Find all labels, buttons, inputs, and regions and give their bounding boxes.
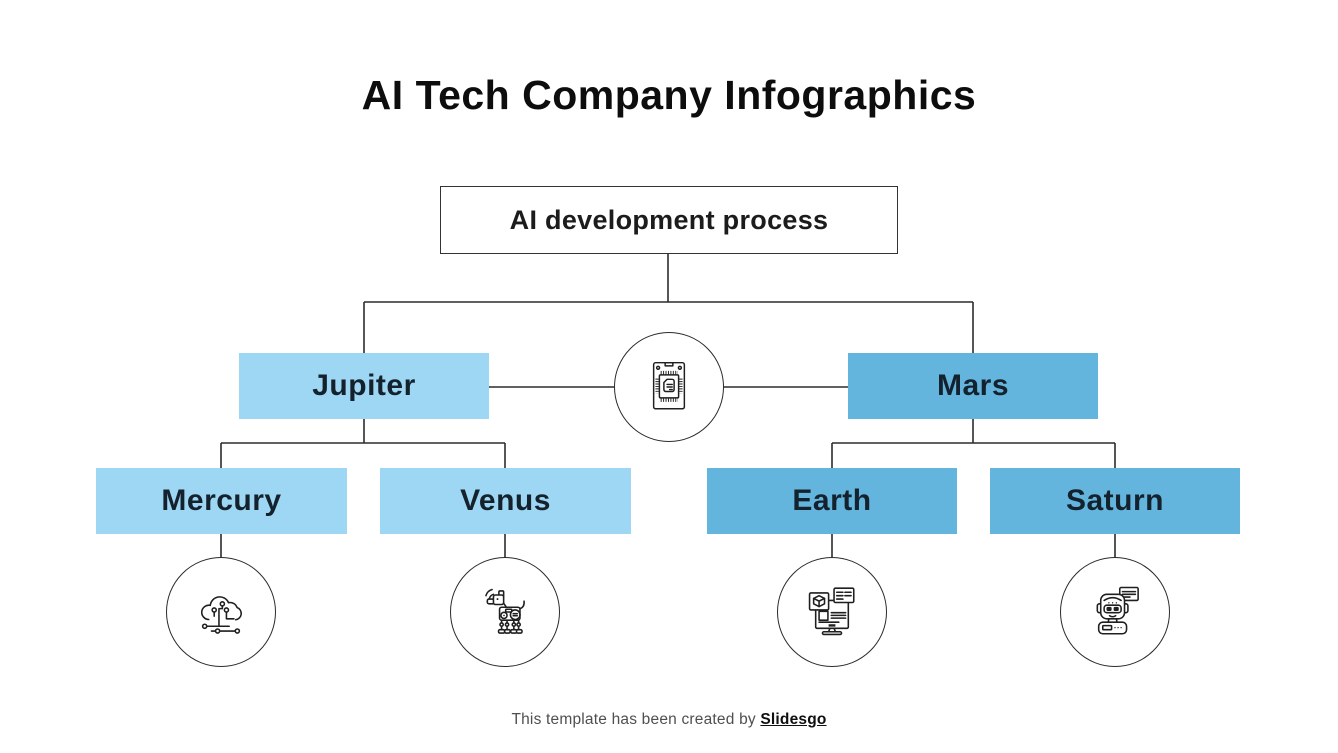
node-mercury-label: Mercury	[161, 484, 282, 517]
node-root: AI development process	[440, 186, 898, 254]
monitor-documents-icon-circle	[777, 557, 887, 667]
node-root-label: AI development process	[509, 204, 829, 235]
footer-credit: This template has been created by Slides…	[0, 711, 1338, 729]
node-venus-label: Venus	[460, 484, 551, 517]
page-title: AI Tech Company Infographics	[361, 72, 977, 118]
chatbot-icon	[1096, 586, 1139, 635]
cpu-chip-icon	[652, 361, 686, 410]
node-saturn-label: Saturn	[1065, 484, 1164, 517]
cloud-circuit-icon-circle	[166, 557, 276, 667]
node-venus: Venus	[380, 468, 631, 534]
node-mars: Mars	[848, 353, 1098, 419]
node-saturn: Saturn	[990, 468, 1240, 534]
robot-dog-icon	[485, 588, 525, 634]
cloud-circuit-icon	[200, 596, 243, 634]
node-earth-label: Earth	[792, 484, 872, 517]
node-earth: Earth	[707, 468, 957, 534]
node-mercury: Mercury	[96, 468, 347, 534]
chatbot-icon-circle	[1060, 557, 1170, 667]
monitor-documents-icon	[808, 587, 855, 636]
robot-dog-icon-circle	[450, 557, 560, 667]
node-jupiter-label: Jupiter	[312, 369, 416, 402]
node-mars-label: Mars	[936, 369, 1010, 402]
slidesgo-link[interactable]: Slidesgo	[760, 711, 827, 728]
cpu-chip-icon-circle	[614, 332, 724, 442]
footer-text: This template has been created by	[511, 711, 761, 728]
node-jupiter: Jupiter	[239, 353, 489, 419]
